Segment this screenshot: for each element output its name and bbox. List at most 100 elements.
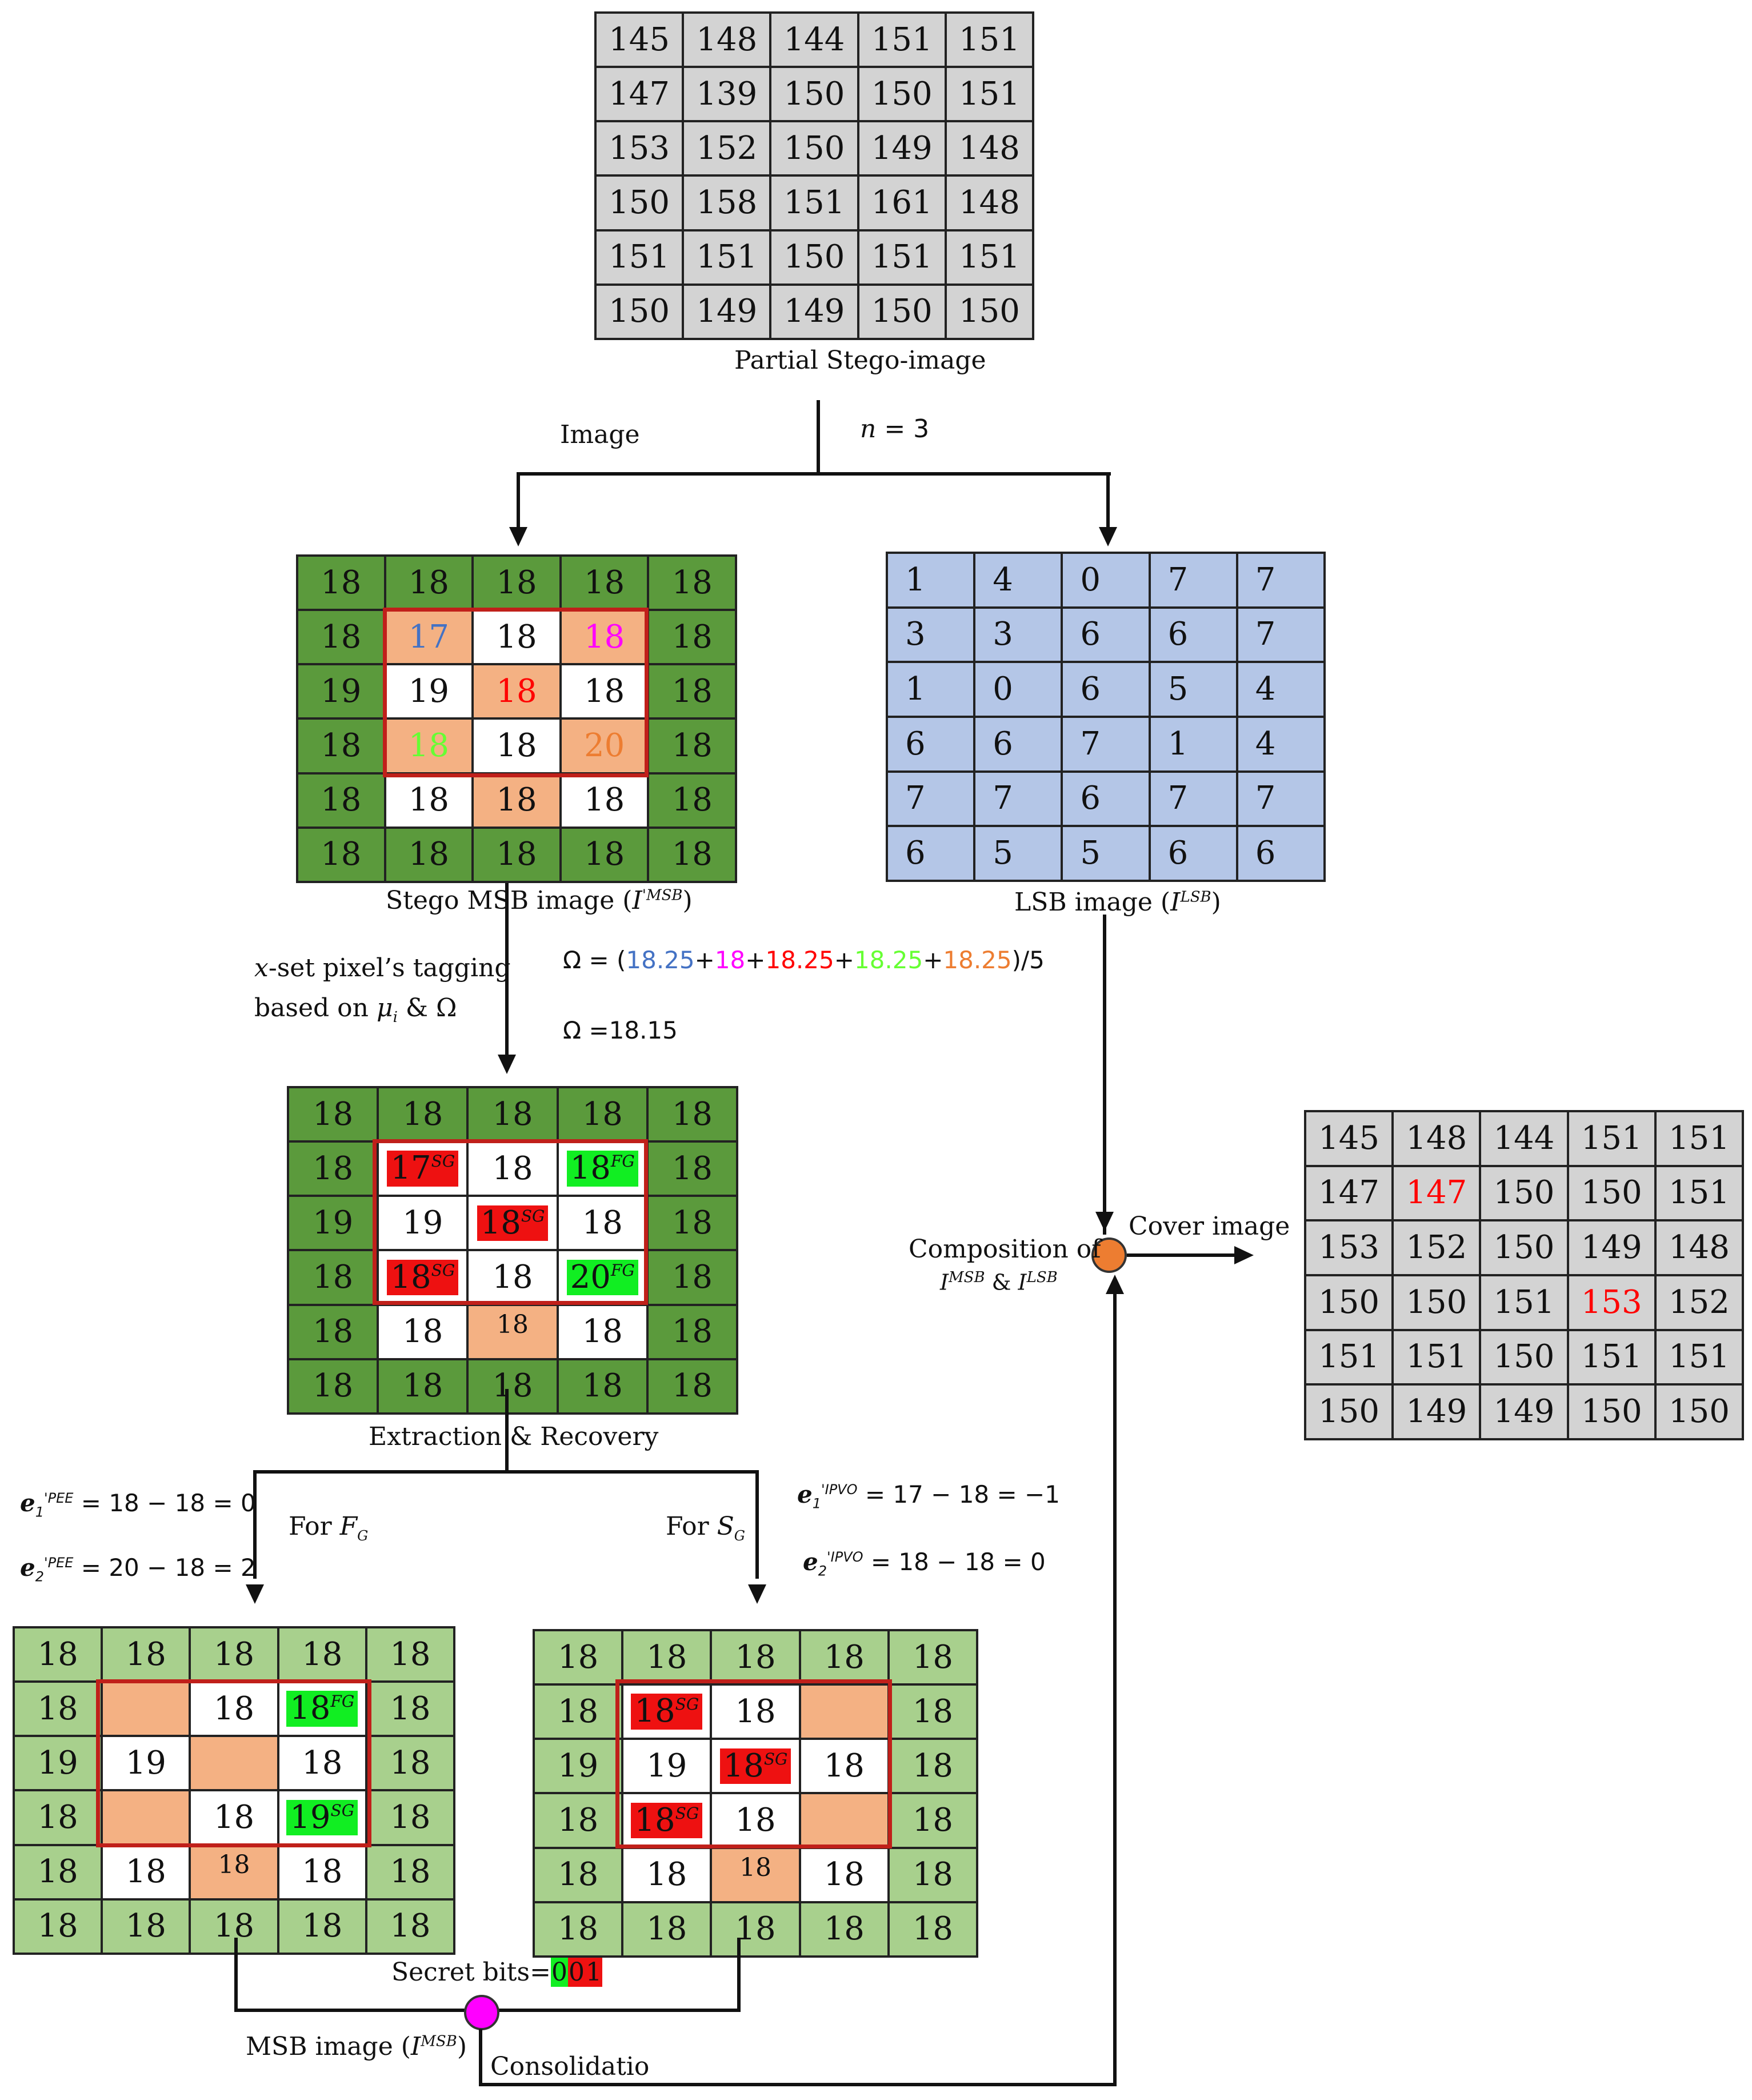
pixel-cell: 153 bbox=[597, 122, 682, 175]
image-label: Image bbox=[560, 420, 640, 449]
for-sg-label: For SG bbox=[666, 1512, 745, 1544]
cover-cell: 151 bbox=[1569, 1331, 1654, 1384]
for-fg-label: For FG bbox=[289, 1512, 368, 1544]
stego-msb-caption-text: Stego MSB image ( bbox=[386, 886, 633, 915]
secret-bit-0: 0 bbox=[550, 1958, 568, 1987]
fg-cell: 18FG bbox=[279, 1683, 365, 1735]
tagging-line1-rest: -set pixel’s tagging bbox=[268, 953, 511, 983]
lsb-cell: 6 bbox=[1063, 663, 1149, 716]
msb-cell: 18 bbox=[386, 774, 472, 827]
cover-cell: 151 bbox=[1569, 1112, 1654, 1165]
pixel-cell: 150 bbox=[771, 122, 857, 175]
tag-label: FG bbox=[610, 1152, 635, 1171]
sg-cell: 18 bbox=[712, 1849, 799, 1901]
lsb-cell: 1 bbox=[888, 554, 974, 606]
stego-msb-caption-end: ) bbox=[682, 886, 693, 915]
pixel-cell: 161 bbox=[859, 177, 945, 229]
sg-cell: 18 bbox=[889, 1794, 976, 1847]
sg-equation-2: e2'IPVO = 18 − 18 = 0 bbox=[803, 1548, 1046, 1579]
lsb-cell: 1 bbox=[1150, 717, 1236, 770]
msb-cell: 18 bbox=[474, 774, 559, 827]
msb-cell: 18 bbox=[386, 720, 472, 772]
fg-equation-2: e2'PEE = 20 − 18 = 2 bbox=[20, 1554, 256, 1584]
fg-eq1-sub: 1 bbox=[35, 1504, 45, 1520]
sg-tag: 18SG bbox=[631, 1694, 703, 1730]
pixel-cell: 151 bbox=[597, 231, 682, 284]
pixel-cell: 150 bbox=[771, 231, 857, 284]
sg-cell: 18 bbox=[535, 1903, 622, 1955]
tag-value: 18 bbox=[723, 1747, 764, 1784]
secret-bit-2: 1 bbox=[585, 1958, 602, 1987]
pixel-cell: 150 bbox=[859, 68, 945, 121]
sg-cell: 18SG bbox=[623, 1794, 710, 1847]
sg-cell bbox=[801, 1686, 887, 1738]
tagging-line2-text: based on bbox=[254, 993, 377, 1023]
msb-cell: 18 bbox=[561, 774, 647, 827]
tag-value: 18 bbox=[634, 1801, 675, 1839]
connector-line bbox=[1113, 1294, 1117, 2086]
msb-cell: 18 bbox=[649, 774, 735, 827]
msb-caption-var: I bbox=[410, 2032, 421, 2061]
pixel-cell: 151 bbox=[946, 14, 1032, 66]
pixel-cell: 152 bbox=[684, 122, 770, 175]
for-sg-var: S bbox=[717, 1512, 734, 1541]
composition-mid: & bbox=[985, 1269, 1018, 1295]
connector-line bbox=[234, 1938, 238, 2012]
msb-cell: 18 bbox=[561, 611, 647, 664]
fg-cell: 18 bbox=[279, 1628, 365, 1681]
fg-eq1-sup: 'PEE bbox=[44, 1490, 74, 1506]
sg-cell: 18 bbox=[801, 1740, 887, 1792]
arrow-head bbox=[509, 527, 527, 546]
connector-line bbox=[517, 472, 1111, 476]
for-sg-text: For bbox=[666, 1512, 717, 1541]
connector-line bbox=[755, 1470, 759, 1579]
n-label: n = 3 bbox=[860, 414, 929, 444]
lsb-cell: 7 bbox=[1150, 772, 1236, 825]
connector-line bbox=[817, 400, 820, 474]
omega-formula: Ω = (18.25+18+18.25+18.25+18.25)/5 bbox=[563, 946, 1045, 974]
arrow-head bbox=[748, 1584, 766, 1604]
plus-sign: + bbox=[694, 946, 715, 974]
pixel-cell: 149 bbox=[859, 122, 945, 175]
sg-eq2-var: e bbox=[803, 1548, 818, 1576]
lsb-cell: 6 bbox=[1150, 827, 1236, 880]
sg-eq1-sub: 1 bbox=[812, 1495, 822, 1512]
pixel-cell: 151 bbox=[684, 231, 770, 284]
stego-msb-caption-var: I bbox=[632, 886, 642, 915]
extract-cell: 18 bbox=[558, 1197, 646, 1249]
arrow-head bbox=[1106, 1275, 1124, 1294]
pixel-cell: 158 bbox=[684, 177, 770, 229]
cover-cell: 153 bbox=[1569, 1276, 1654, 1329]
sg-cell: 19 bbox=[623, 1740, 710, 1792]
fg-cell bbox=[103, 1791, 189, 1844]
cover-cell: 150 bbox=[1481, 1221, 1567, 1274]
fg-cell: 18 bbox=[15, 1791, 101, 1844]
cover-cell: 151 bbox=[1656, 1167, 1742, 1220]
tag-value: 20 bbox=[570, 1258, 611, 1296]
sg-cell: 18 bbox=[623, 1849, 710, 1901]
sg-cell: 18 bbox=[889, 1903, 976, 1955]
tag-value: 18 bbox=[480, 1204, 521, 1241]
fg-eq2-rest: = 20 − 18 = 2 bbox=[73, 1554, 256, 1582]
fg-cell bbox=[191, 1737, 277, 1790]
msb-cell: 18 bbox=[386, 828, 472, 881]
sg-cell: 18 bbox=[623, 1903, 710, 1955]
composition-b-sup: LSB bbox=[1026, 1269, 1058, 1286]
omega-suffix: )/5 bbox=[1011, 946, 1045, 974]
sg-cell: 18 bbox=[889, 1686, 976, 1738]
fg-cell: 18 bbox=[191, 1628, 277, 1681]
lsb-cell: 0 bbox=[1063, 554, 1149, 606]
connector-line bbox=[1106, 472, 1110, 529]
arrow-head bbox=[498, 1055, 516, 1074]
tag-label: SG bbox=[675, 1803, 699, 1823]
sg-eq2-rest: = 18 − 18 = 0 bbox=[863, 1548, 1046, 1576]
lsb-cell: 7 bbox=[1238, 554, 1323, 606]
composition-label-1: Composition of bbox=[909, 1235, 1101, 1264]
lsb-cell: 5 bbox=[1063, 827, 1149, 880]
cover-cell: 147 bbox=[1394, 1167, 1479, 1220]
msb-caption-end: ) bbox=[457, 2032, 467, 2061]
cover-cell: 149 bbox=[1481, 1386, 1567, 1438]
extract-cell: 18 bbox=[648, 1251, 736, 1304]
